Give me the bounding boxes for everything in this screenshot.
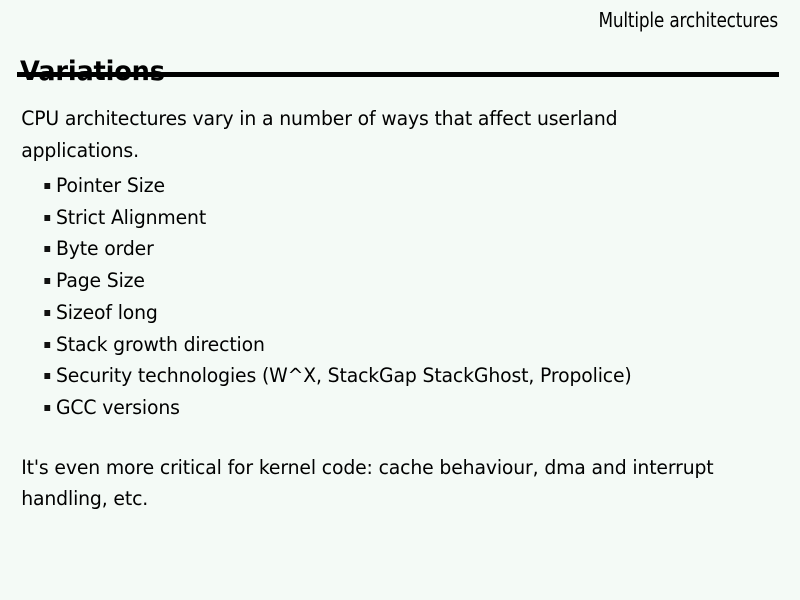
list-item: Pointer Size [0,170,772,202]
variations-bullet-list: Pointer Size Strict Alignment Byte order… [0,170,800,424]
list-item-label: Sizeof long [55,300,158,324]
list-item: Sizeof long [0,297,772,329]
intro-paragraph: CPU architectures vary in a number of wa… [21,107,618,162]
square-bullet-icon [44,341,51,348]
square-bullet-icon [44,214,51,221]
page-title: Variations [20,56,165,88]
list-item: Stack growth direction [0,329,772,361]
slide-body: CPU architectures vary in a number of wa… [0,103,800,515]
square-bullet-icon [44,278,51,285]
list-item-label: GCC versions [55,395,180,419]
list-item: Strict Alignment [0,202,772,234]
slide-section-label: Multiple architectures [598,8,779,32]
list-item: Byte order [0,233,772,265]
list-item-label: Stack growth direction [55,332,265,356]
square-bullet-icon [44,246,51,253]
list-item-label: Strict Alignment [55,205,207,229]
list-item: Security technologies (W^X, StackGap Sta… [0,360,772,392]
title-divider [17,72,779,77]
list-item-label: Pointer Size [55,174,165,197]
square-bullet-icon [44,373,51,380]
list-item-label: Security technologies (W^X, StackGap Sta… [55,364,632,388]
list-item: GCC versions [0,392,772,424]
square-bullet-icon [44,183,51,189]
closing-paragraph: It's even more critical for kernel code:… [21,455,714,511]
square-bullet-icon [44,309,51,316]
list-item: Page Size [0,265,772,297]
slide-header: Multiple architectures Variations [0,0,800,87]
list-item-label: Page Size [55,269,145,293]
square-bullet-icon [44,404,51,411]
list-item-label: Byte order [55,237,154,261]
